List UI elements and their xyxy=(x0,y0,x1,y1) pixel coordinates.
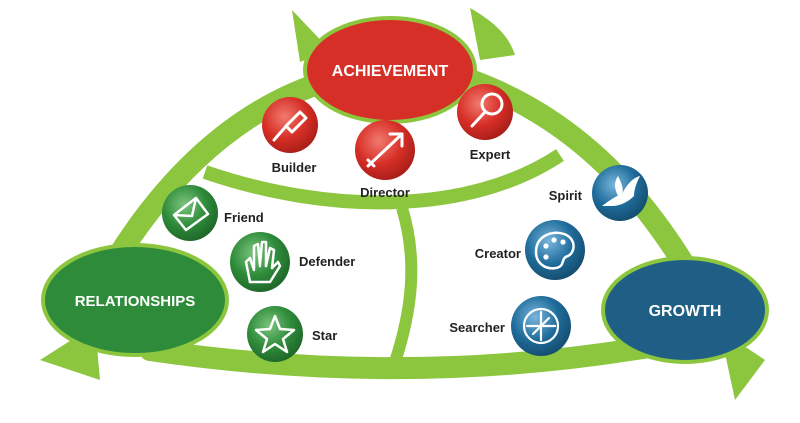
palette-icon xyxy=(534,231,575,270)
role-searcher-label: Searcher xyxy=(449,320,505,335)
arrow-icon xyxy=(366,132,404,168)
compass-icon xyxy=(522,307,560,345)
role-friend: Friend xyxy=(162,185,264,241)
role-defender-label: Defender xyxy=(299,254,355,269)
role-builder-label: Builder xyxy=(272,160,317,175)
hub-achievement-label: ACHIEVEMENT xyxy=(332,63,449,80)
role-builder: Builder xyxy=(262,97,318,175)
inner-vertical-divider xyxy=(389,206,418,364)
role-star: Star xyxy=(247,306,337,362)
hub-growth: GROWTH xyxy=(601,256,769,364)
role-expert: Expert xyxy=(457,84,513,162)
star-icon xyxy=(254,314,296,354)
frame-arrow-top-right xyxy=(470,8,515,60)
role-star-label: Star xyxy=(312,328,337,343)
role-defender: Defender xyxy=(230,232,355,292)
role-director: Director xyxy=(355,120,415,200)
role-creator: Creator xyxy=(475,220,585,280)
role-creator-label: Creator xyxy=(475,246,521,261)
dove-icon xyxy=(602,176,640,206)
role-spirit: Spirit xyxy=(549,165,648,221)
frame-bottom-arc xyxy=(139,334,671,380)
hub-growth-label: GROWTH xyxy=(649,303,722,320)
inner-top-arc xyxy=(202,149,564,210)
hub-relationships: RELATIONSHIPS xyxy=(41,243,229,357)
hub-relationships-label: RELATIONSHIPS xyxy=(75,293,196,310)
trowel-icon xyxy=(272,110,308,142)
role-expert-label: Expert xyxy=(470,147,511,162)
hand-icon xyxy=(244,240,282,284)
role-searcher: Searcher xyxy=(449,296,571,356)
role-spirit-label: Spirit xyxy=(549,188,583,203)
role-friend-label: Friend xyxy=(224,210,264,225)
magnifier-icon xyxy=(470,92,504,128)
role-director-label: Director xyxy=(360,185,410,200)
envelope-icon xyxy=(172,196,210,232)
hub-achievement: ACHIEVEMENT xyxy=(303,16,477,124)
